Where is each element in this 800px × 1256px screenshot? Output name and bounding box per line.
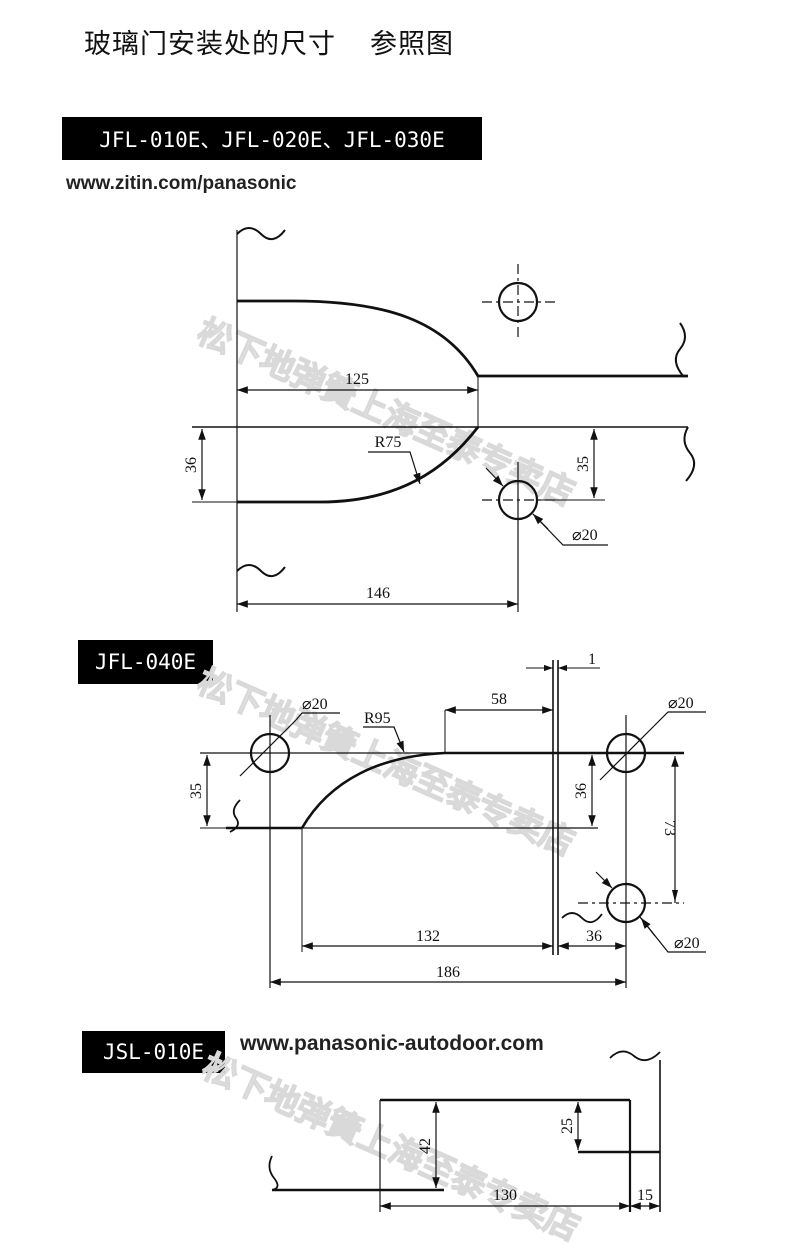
dim-125: 125 <box>345 371 369 388</box>
arrowhead <box>672 890 678 902</box>
leader-arrow <box>640 917 656 937</box>
leader-line <box>599 725 655 781</box>
section-label-jfl-040e: JFL-040E <box>78 640 213 684</box>
break-mark <box>683 426 696 482</box>
dim-r75: R75 <box>375 434 402 451</box>
break-mark <box>236 227 286 241</box>
section-label-jsl-010e: JSL-010E <box>82 1031 225 1073</box>
dim-phi20-right: ⌀20 <box>668 695 694 712</box>
dim-15: 15 <box>637 1187 653 1204</box>
break-mark <box>236 564 286 578</box>
dim-132: 132 <box>416 928 440 945</box>
leader-arrow <box>485 467 504 487</box>
break-mark <box>674 322 686 378</box>
watermark-3: 松下地弹簧上海至泰专卖店 <box>196 1047 585 1249</box>
dim-35: 35 <box>188 783 205 799</box>
break-mark <box>609 1050 661 1062</box>
dim-phi20-left: ⌀20 <box>302 696 328 713</box>
dimension-labels-s1: 125 R75 36 35 ⌀20 146 <box>183 371 598 602</box>
dim-58: 58 <box>491 691 507 708</box>
leader-line <box>239 719 297 777</box>
drawing-jfl-010e-030e <box>192 227 696 612</box>
dim-130: 130 <box>493 1187 517 1204</box>
title-text: 玻璃门安装处的尺寸 <box>84 29 336 60</box>
dim-73: 73 <box>661 820 678 836</box>
dim-146: 146 <box>366 585 390 602</box>
profile-curve <box>300 751 556 829</box>
url-panasonic-autodoor: www.panasonic-autodoor.com <box>240 1032 544 1055</box>
dim-186: 186 <box>436 964 460 981</box>
dim-42: 42 <box>417 1138 434 1154</box>
dim-25: 25 <box>559 1118 576 1134</box>
dim-phi20: ⌀20 <box>572 527 598 544</box>
dimension-labels-s3: 42 25 130 15 <box>417 1118 653 1204</box>
leader-arrow <box>532 513 549 530</box>
page-title: 玻璃门安装处的尺寸 参照图 <box>84 22 454 61</box>
dim-phi20-bottom: ⌀20 <box>674 935 700 952</box>
title-subtitle: 参照图 <box>370 29 454 60</box>
dimension-labels-s2: 1 ⌀20 R95 58 ⌀20 35 36 73 132 36 ⌀20 186 <box>188 651 700 981</box>
dim-1: 1 <box>588 651 596 668</box>
dim-36-right: 36 <box>573 783 590 799</box>
dim-36-bottom: 36 <box>586 928 602 945</box>
drawing-jfl-040e <box>200 660 706 988</box>
break-mark <box>268 1155 279 1191</box>
dim-35: 35 <box>575 456 592 472</box>
leader-arrow <box>595 871 613 889</box>
profile-outline-bottom <box>237 426 480 504</box>
dim-r95: R95 <box>364 710 391 727</box>
break-mark <box>561 912 603 924</box>
dim-36: 36 <box>183 457 200 473</box>
radius-leader <box>363 726 405 753</box>
radius-leader <box>368 451 421 485</box>
drawing-jsl-010e <box>268 1050 661 1212</box>
break-mark <box>229 799 241 833</box>
url-zitin: www.zitin.com/panasonic <box>66 173 297 194</box>
profile-outline-top <box>237 299 688 378</box>
leader-line <box>653 711 706 727</box>
leader-line <box>295 712 340 721</box>
watermark-1: 松下地弹簧上海至泰专卖店 <box>191 312 580 514</box>
section-label-jfl-010e-030e: JFL-010E、JFL-020E、JFL-030E <box>62 117 482 160</box>
